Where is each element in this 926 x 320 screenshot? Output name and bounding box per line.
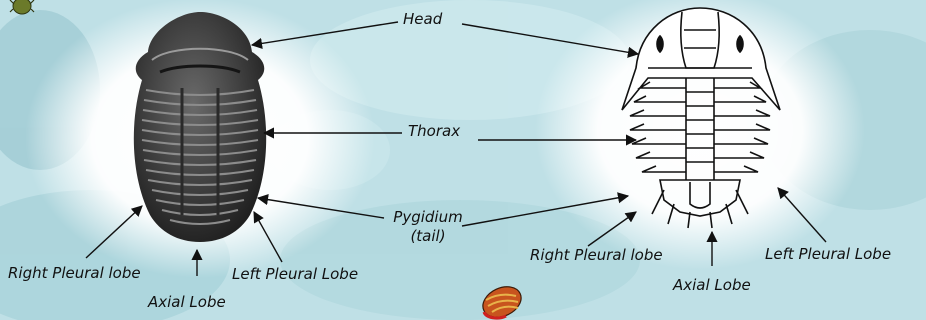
label-pygidium-name: Pygidium [383, 208, 473, 227]
label-right-axial-lobe: Axial Lobe [673, 276, 751, 294]
label-head: Head [403, 10, 442, 28]
label-right-right-pleural-lobe: Right Pleural lobe [530, 246, 663, 264]
label-pygidium: Pygidium (tail) [383, 208, 473, 246]
label-thorax: Thorax [408, 122, 460, 140]
label-right-left-pleural-lobe: Left Pleural Lobe [765, 245, 891, 263]
label-left-axial-lobe: Axial Lobe [148, 293, 226, 311]
label-pygidium-tail: (tail) [383, 227, 473, 246]
label-left-left-pleural-lobe: Left Pleural Lobe [232, 265, 358, 283]
label-left-right-pleural-lobe: Right Pleural lobe [8, 264, 141, 282]
fossil-trilobite [134, 12, 266, 242]
